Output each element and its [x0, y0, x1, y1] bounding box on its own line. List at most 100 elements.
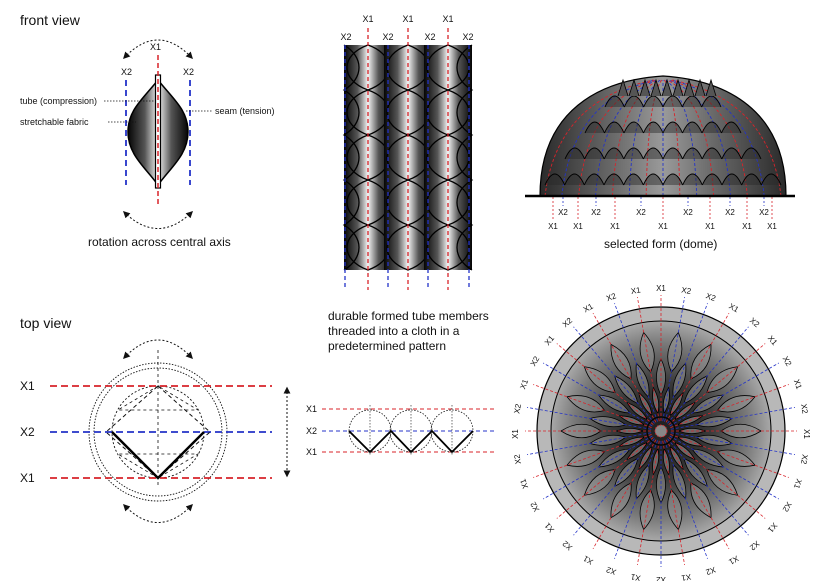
top-dashed-diamond — [105, 385, 211, 479]
dome-rib — [665, 79, 698, 197]
plan-petal — [583, 469, 616, 496]
pattern-top-label: X2 — [424, 32, 435, 42]
pattern-edge — [342, 44, 360, 271]
pattern-top-label: X2 — [340, 32, 351, 42]
plan-ring-label: X2 — [512, 453, 523, 465]
dome-x1-label: X1 — [767, 222, 777, 231]
dome-x2-label: X2 — [636, 208, 646, 217]
dome-x2-label: X2 — [683, 208, 693, 217]
plan-petal — [706, 469, 739, 496]
plan-ring-label: X1 — [581, 553, 594, 566]
plan-radial-axis — [664, 303, 708, 422]
pattern-caption-line-3: predetermined pattern — [328, 339, 446, 353]
plan-ring-label: X1 — [543, 333, 557, 347]
plan-ring-label: X2 — [512, 403, 523, 415]
plan-ring-label: X1 — [543, 520, 557, 534]
dome-rib — [628, 79, 661, 197]
dome-scallop-row — [544, 173, 782, 186]
front-x2-label-right: X2 — [183, 67, 194, 77]
plan-radial-axis — [526, 432, 652, 456]
plan-radial-axis — [670, 406, 796, 430]
dome-x1-label: X1 — [742, 222, 752, 231]
plan-ring-label: X1 — [582, 301, 595, 314]
plan-ring-label: X1 — [802, 429, 811, 439]
plan-ring-label: X1 — [511, 429, 520, 439]
seam-label: seam (tension) — [215, 106, 275, 116]
strip-circle — [348, 409, 392, 453]
plan-radial-axis — [556, 437, 654, 519]
plan-petal — [583, 366, 616, 393]
plan-petal — [716, 395, 756, 413]
top-view-diagram: X1 X2 X1 — [20, 339, 291, 523]
dome-rib — [645, 79, 663, 197]
top-rotation-arrow-top — [123, 339, 193, 360]
plan-radial-axis — [662, 440, 686, 566]
plan-ring-label: X1 — [518, 477, 530, 490]
plan-radial-axis — [592, 439, 657, 549]
front-x1-label: X1 — [150, 42, 161, 52]
plan-ring-label: X2 — [528, 500, 541, 513]
strip-row-label-x1-bottom: X1 — [306, 447, 317, 457]
top-row-label-x1-top: X1 — [20, 379, 35, 393]
strip-row-label-x2: X2 — [306, 426, 317, 436]
dome-x1-label: X1 — [548, 222, 558, 231]
plan-petal — [716, 449, 756, 467]
front-x2-label-left: X2 — [121, 67, 132, 77]
plan-radial-axis — [556, 343, 654, 425]
plan-ring-label: X2 — [561, 316, 575, 330]
plan-radial-axis — [592, 313, 657, 423]
plan-ring-label: X1 — [727, 554, 740, 567]
plan-radial-axis — [667, 326, 749, 424]
dome-scallop-row — [564, 147, 762, 160]
plan-ring-label: X1 — [766, 521, 780, 535]
dome-x2-label: X2 — [591, 208, 601, 217]
plan-petal — [566, 395, 606, 413]
rotation-arrow-bottom — [122, 211, 194, 229]
pattern-top-label: X1 — [442, 14, 453, 24]
dome-rib — [561, 79, 656, 197]
plan-ring-label: X1 — [630, 572, 642, 581]
plan-ring-label: X2 — [799, 403, 810, 415]
plan-radial-axis — [670, 384, 789, 428]
plan-radial-axis — [670, 432, 796, 456]
pattern-top-label: X2 — [382, 32, 393, 42]
pattern-top-label: X1 — [402, 14, 413, 24]
plan-ring-label: X2 — [560, 539, 574, 553]
plan-radial-axis — [526, 406, 652, 430]
plan-ring-label: X2 — [799, 454, 810, 466]
tube-label: tube (compression) — [20, 96, 97, 106]
top-view-heading: top view — [20, 315, 72, 331]
plan-radial-axis — [665, 313, 730, 423]
plan-radial-axis — [636, 440, 660, 566]
dome-x2-label: X2 — [759, 208, 769, 217]
plan-ring-label: X2 — [529, 354, 542, 367]
plan-ring-label: X1 — [792, 478, 804, 491]
plan-radial-axis — [614, 440, 658, 559]
dome-rib — [544, 79, 654, 197]
dome-rib — [611, 79, 660, 197]
dome-x1-label: X1 — [658, 222, 668, 231]
dome-x2-label: X2 — [725, 208, 735, 217]
dome-scallop-row — [584, 121, 742, 134]
plan-ring-label: X1 — [766, 334, 780, 348]
plan-ring-label: X2 — [605, 565, 618, 577]
strip-row-label-x1-top: X1 — [306, 404, 317, 414]
dome-rib — [578, 79, 657, 197]
plan-radial-axis — [664, 440, 708, 559]
dome-x2-label: X2 — [558, 208, 568, 217]
front-caption: rotation across central axis — [88, 235, 231, 249]
plan-radial-axis — [533, 434, 652, 478]
plan-radial-axis — [636, 296, 660, 422]
strip-circle — [389, 409, 433, 453]
plan-ring-label: X2 — [704, 565, 717, 577]
plan-radial-axis — [668, 437, 766, 519]
plan-radial-axis — [669, 362, 779, 427]
plan-ring-label: X2 — [748, 316, 762, 330]
plan-petal — [566, 449, 606, 467]
top-row-label-x2: X2 — [20, 425, 35, 439]
top-rotation-arrow-bottom — [123, 503, 193, 523]
